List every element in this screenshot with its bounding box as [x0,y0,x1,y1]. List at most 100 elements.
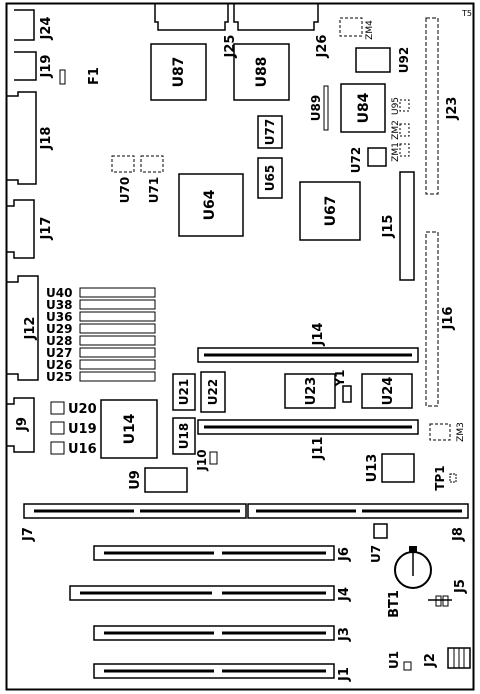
f1-label: F1 [87,67,102,85]
chip-u7 [373,523,388,539]
zm4-label: ZM4 [365,20,375,40]
chip-u13 [381,453,415,483]
bt1-label: BT1 [387,590,402,618]
zm2-footprint [399,123,410,137]
j10-connector [209,451,218,465]
board-outline [5,2,475,691]
j14-label: J14 [311,323,326,347]
u22-label: U22 [206,379,220,405]
fuse-f1 [59,69,66,85]
j19-label: J19 [39,55,54,79]
j9-connector [6,397,35,453]
chip-u88 [233,43,290,101]
u67-label: U67 [323,196,339,227]
j25-label: J25 [223,35,238,59]
u1-label: U1 [387,651,401,669]
chip-u20 [50,401,65,415]
j3-slot [93,625,335,641]
simm-u36 [79,311,156,322]
j15-connector [399,171,415,281]
u14-label: U14 [122,413,138,444]
j3-label: J3 [337,627,352,642]
chip-u77 [257,115,283,149]
tp1-label: TP1 [433,465,447,490]
j6-slot [93,545,335,561]
j2-header [447,647,471,669]
j18-label: J18 [39,127,54,151]
j7-connector [23,503,247,519]
u26-label: U26 [46,358,72,372]
zm1-footprint [399,143,410,157]
chip-u89 [323,85,329,131]
j15-label: J15 [381,215,396,239]
j24-label: J24 [39,17,54,41]
chip-u84 [340,83,386,133]
j5-pin-a [435,595,442,607]
u95-label: U95 [391,97,401,115]
u88-label: U88 [254,57,270,88]
u64-label: U64 [202,189,218,220]
j23-connector [425,17,439,195]
j8-connector [247,503,469,519]
zm3-label: ZM3 [456,422,466,442]
zm1-label: ZM1 [391,142,401,162]
u24-label: U24 [381,377,396,406]
j7-label: J7 [21,527,36,542]
u23-label: U23 [304,377,319,406]
chip-u65 [257,157,283,199]
chip-u14 [100,399,158,459]
chip-u22 [200,371,226,413]
chip-u1 [403,661,412,671]
chip-u70 [111,155,135,173]
chip-u16 [50,441,65,455]
j26-connector [233,4,319,31]
u7-label: U7 [369,545,383,563]
j26-label: J26 [315,35,330,59]
chip-u19 [50,421,65,435]
zm3-footprint [429,423,451,441]
u72-label: U72 [349,147,363,173]
battery-clip [409,546,417,552]
simm-u27 [79,347,156,358]
simm-u38 [79,299,156,310]
j4-label: J4 [337,587,352,602]
j10-label: J10 [195,449,209,471]
chip-u95 [399,99,410,112]
chip-u87 [150,43,207,101]
u19-label: U19 [68,422,97,437]
j16-label: J16 [441,307,456,331]
chip-u18 [172,417,196,455]
u13-label: U13 [365,454,380,483]
u29-label: U29 [46,322,72,336]
chip-u72 [367,147,387,167]
u18-label: U18 [177,423,191,449]
zm4-footprint [339,17,363,37]
simm-u29 [79,323,156,334]
u9-label: U9 [128,470,143,490]
battery-bt1 [394,546,432,589]
j4-slot [69,585,335,601]
j17-connector [6,199,35,259]
j8-label: J8 [451,527,466,542]
test-point-tp1 [449,473,457,483]
chip-u67 [299,181,361,241]
u65-label: U65 [263,165,277,191]
j12-connector [6,275,39,381]
u28-label: U28 [46,334,72,348]
chip-u21 [172,373,196,411]
chip-u92 [355,47,391,73]
u20-label: U20 [68,402,97,417]
simm-bank [79,287,156,382]
j9-label: J9 [15,417,30,432]
u27-label: U27 [46,346,72,360]
chip-u23 [284,373,336,409]
crystal-y1 [342,385,352,403]
j14-connector [197,347,419,363]
u21-label: U21 [177,379,191,405]
corner-mark: T5 [461,9,472,18]
simm-u40 [79,287,156,298]
j19-connector [14,51,37,81]
j11-label: J11 [311,437,326,461]
u16-label: U16 [68,442,97,457]
